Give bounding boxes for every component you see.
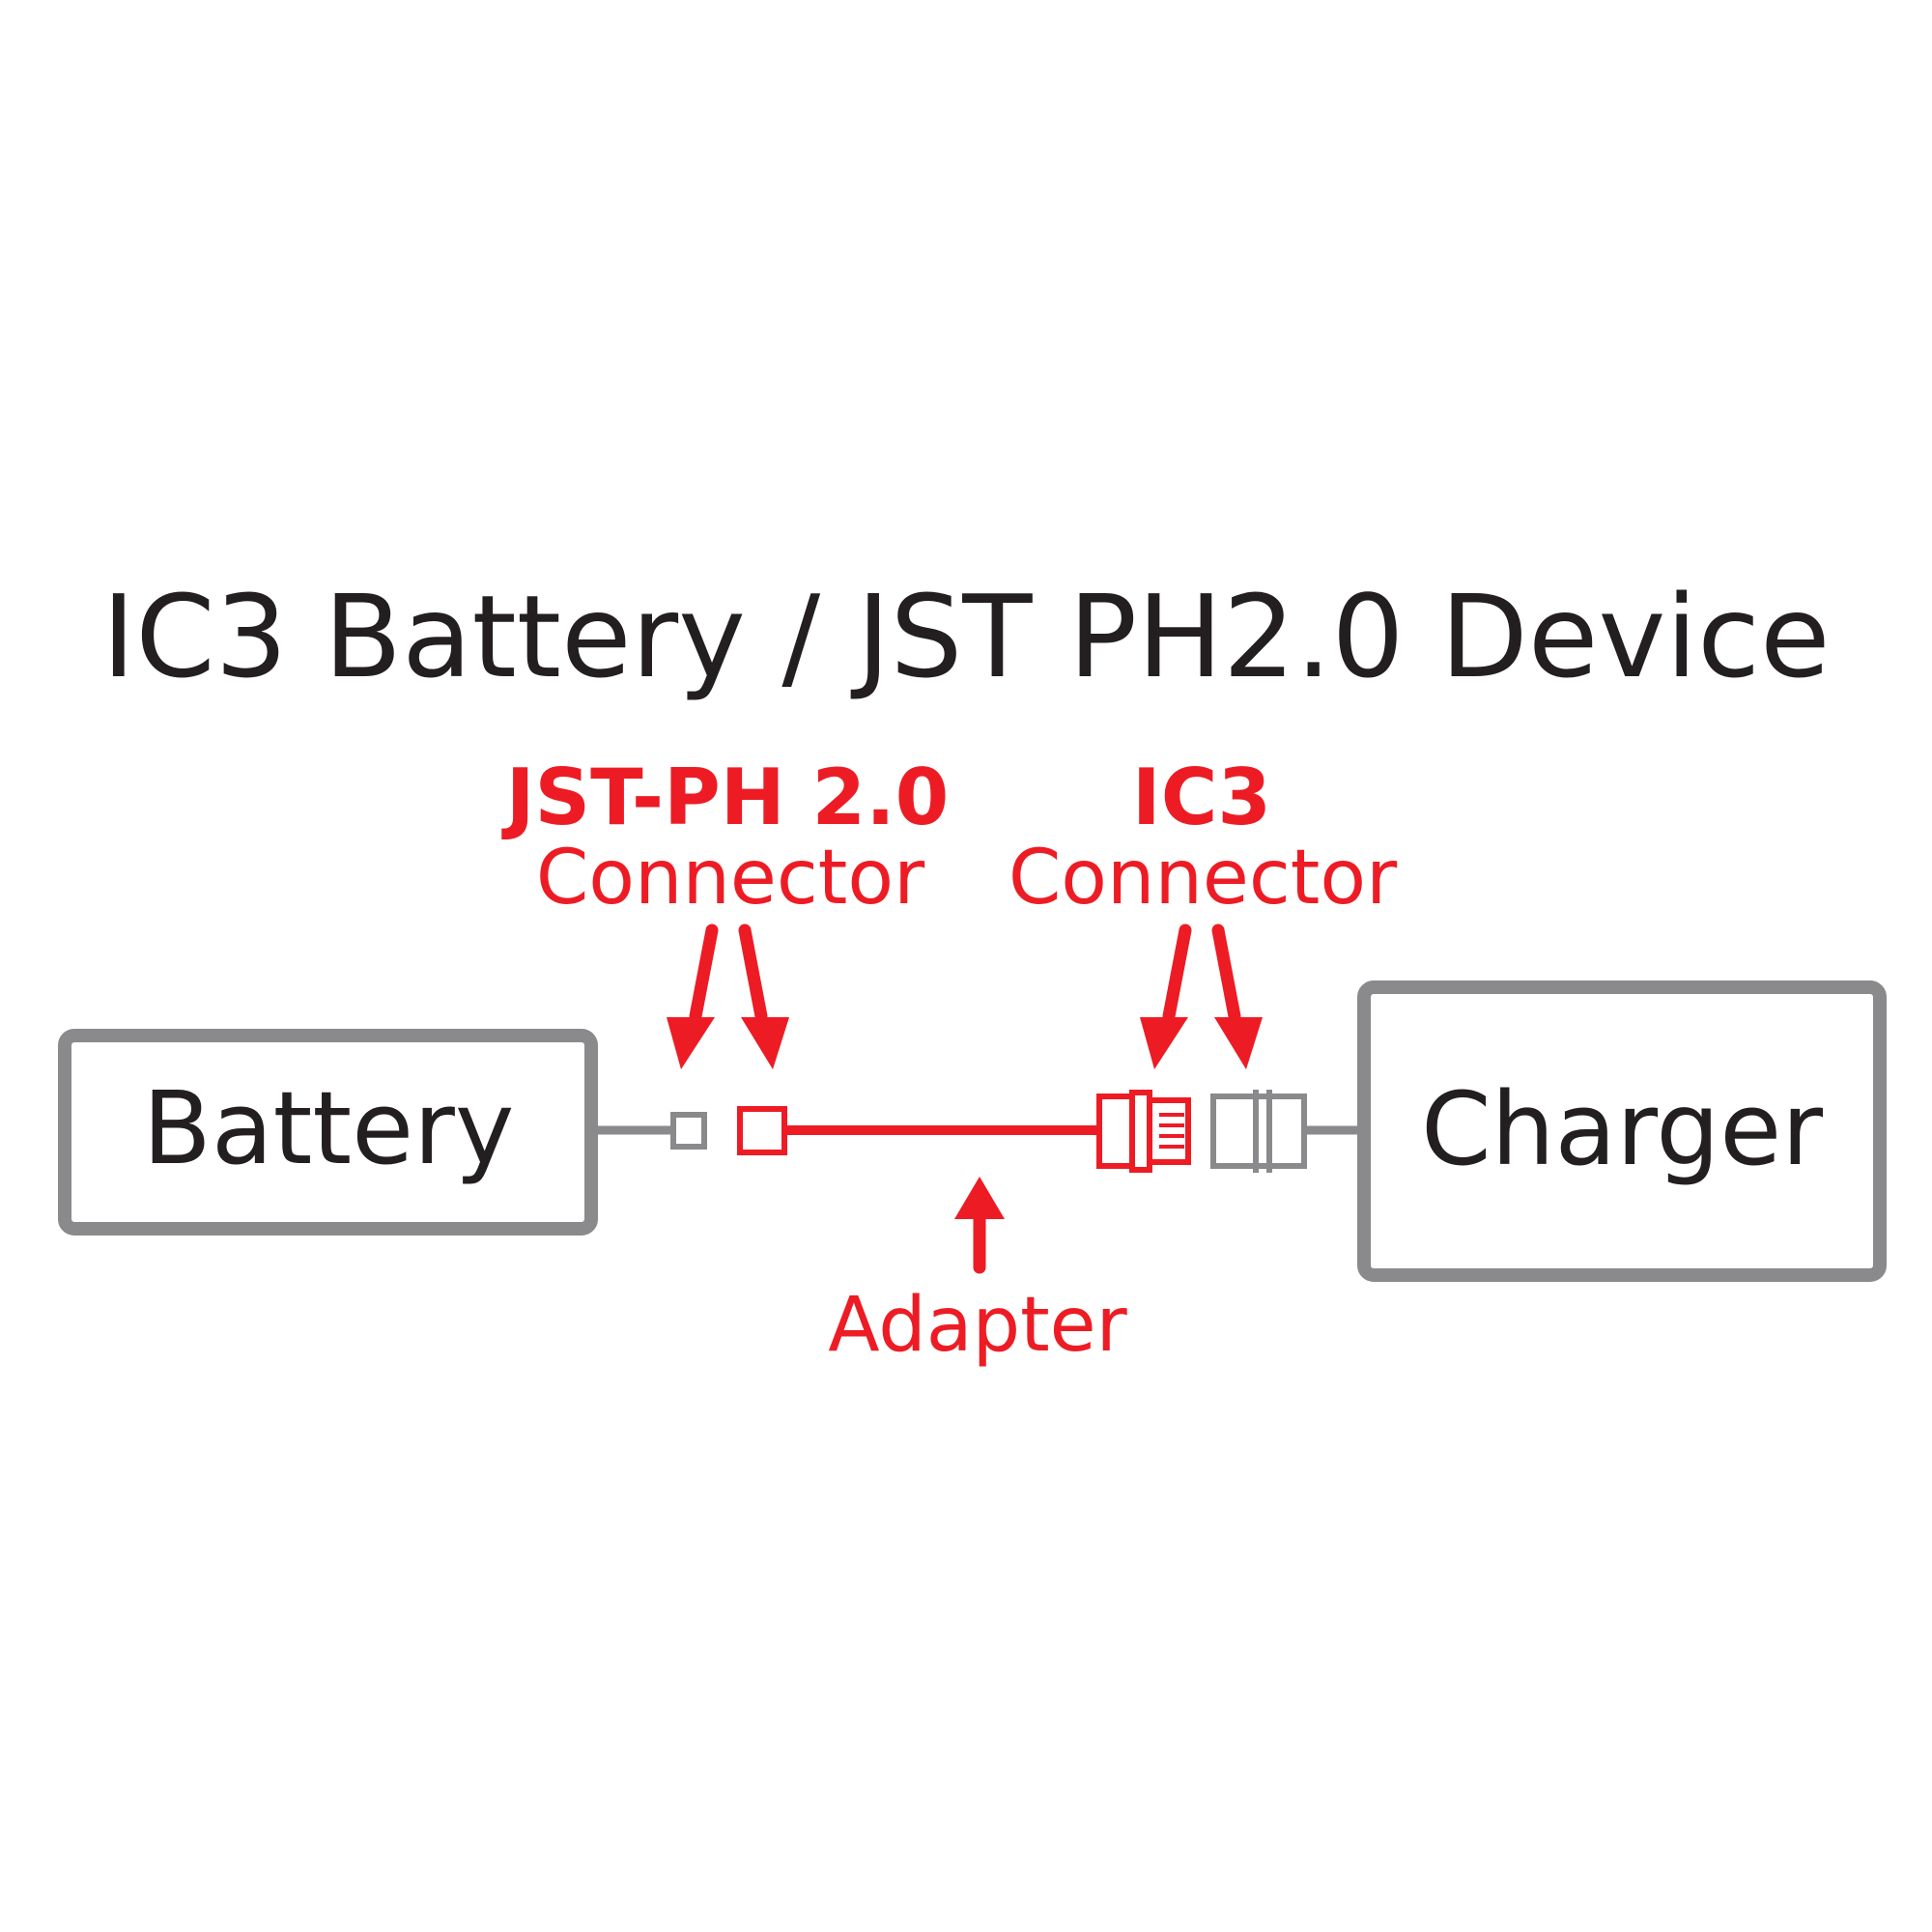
adapter-jst-plug — [737, 1106, 787, 1155]
jst-arrow-right — [738, 923, 789, 1069]
jst-callout-subtitle: Connector — [536, 835, 925, 922]
jst-arrow-left — [667, 923, 719, 1069]
ic3-arrow-left — [1140, 923, 1192, 1069]
page-title: IC3 Battery / JST PH2.0 Device — [101, 570, 1830, 703]
battery-label: Battery — [143, 1069, 515, 1187]
charger-label: Charger — [1421, 1070, 1823, 1188]
battery-jst-plug — [670, 1112, 707, 1150]
adapter-ic3-plug — [1096, 1090, 1191, 1173]
battery-box — [58, 1029, 598, 1236]
adapter-arrow — [954, 1177, 1005, 1274]
jst-callout-title: JST-PH 2.0 — [501, 753, 950, 842]
charger-ic3-socket — [1210, 1090, 1307, 1173]
ic3-arrow-right — [1211, 923, 1263, 1069]
ic3-callout-title: IC3 — [1132, 753, 1271, 842]
ic3-callout-subtitle: Connector — [1009, 835, 1398, 922]
adapter-label: Adapter — [828, 1282, 1127, 1369]
charger-box — [1357, 980, 1887, 1282]
